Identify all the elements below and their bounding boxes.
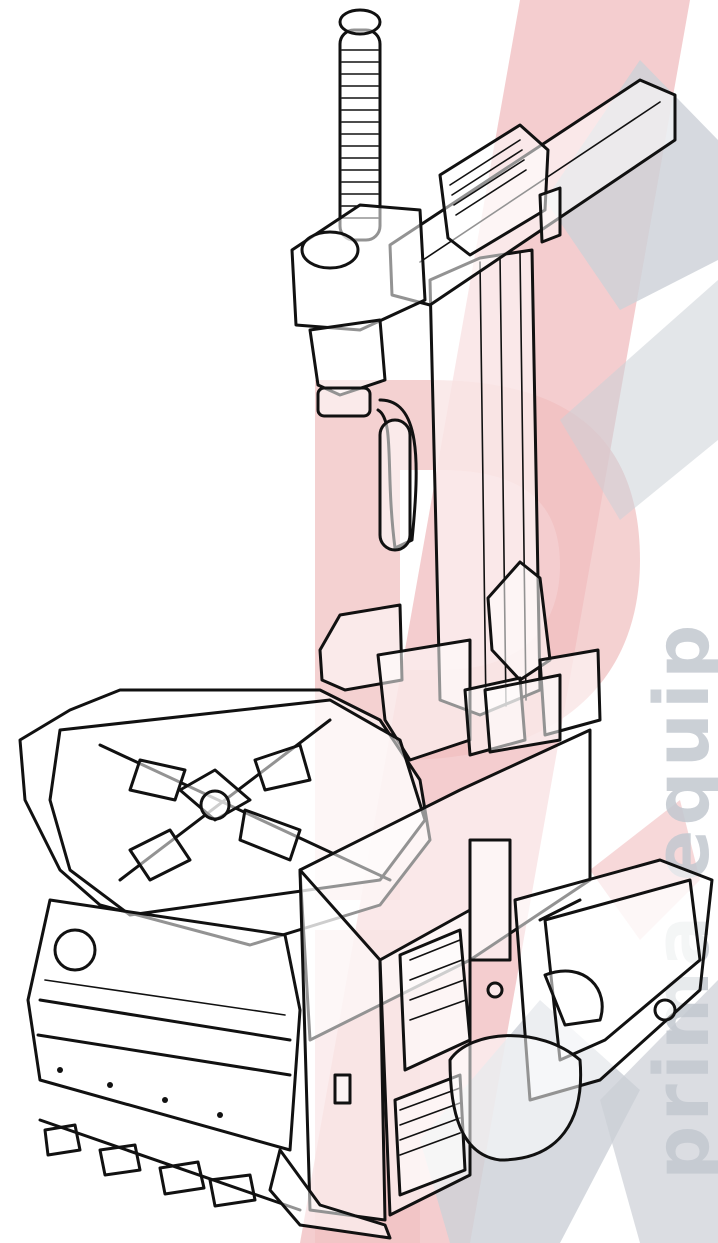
- tyre-changer-machine: [18, 8, 714, 1240]
- column: [428, 248, 552, 717]
- watermark-gray-stroke-4: [600, 980, 718, 1243]
- column-base-brackets: [318, 603, 602, 762]
- cabinet: [298, 728, 592, 1222]
- bead-breaker-arm: [448, 858, 714, 1162]
- front-panel: [26, 898, 302, 1212]
- base: [268, 1148, 392, 1240]
- watermark-gray-stroke-2: [560, 280, 718, 520]
- horizontal-arm: [388, 78, 677, 307]
- tool-head: [290, 203, 427, 552]
